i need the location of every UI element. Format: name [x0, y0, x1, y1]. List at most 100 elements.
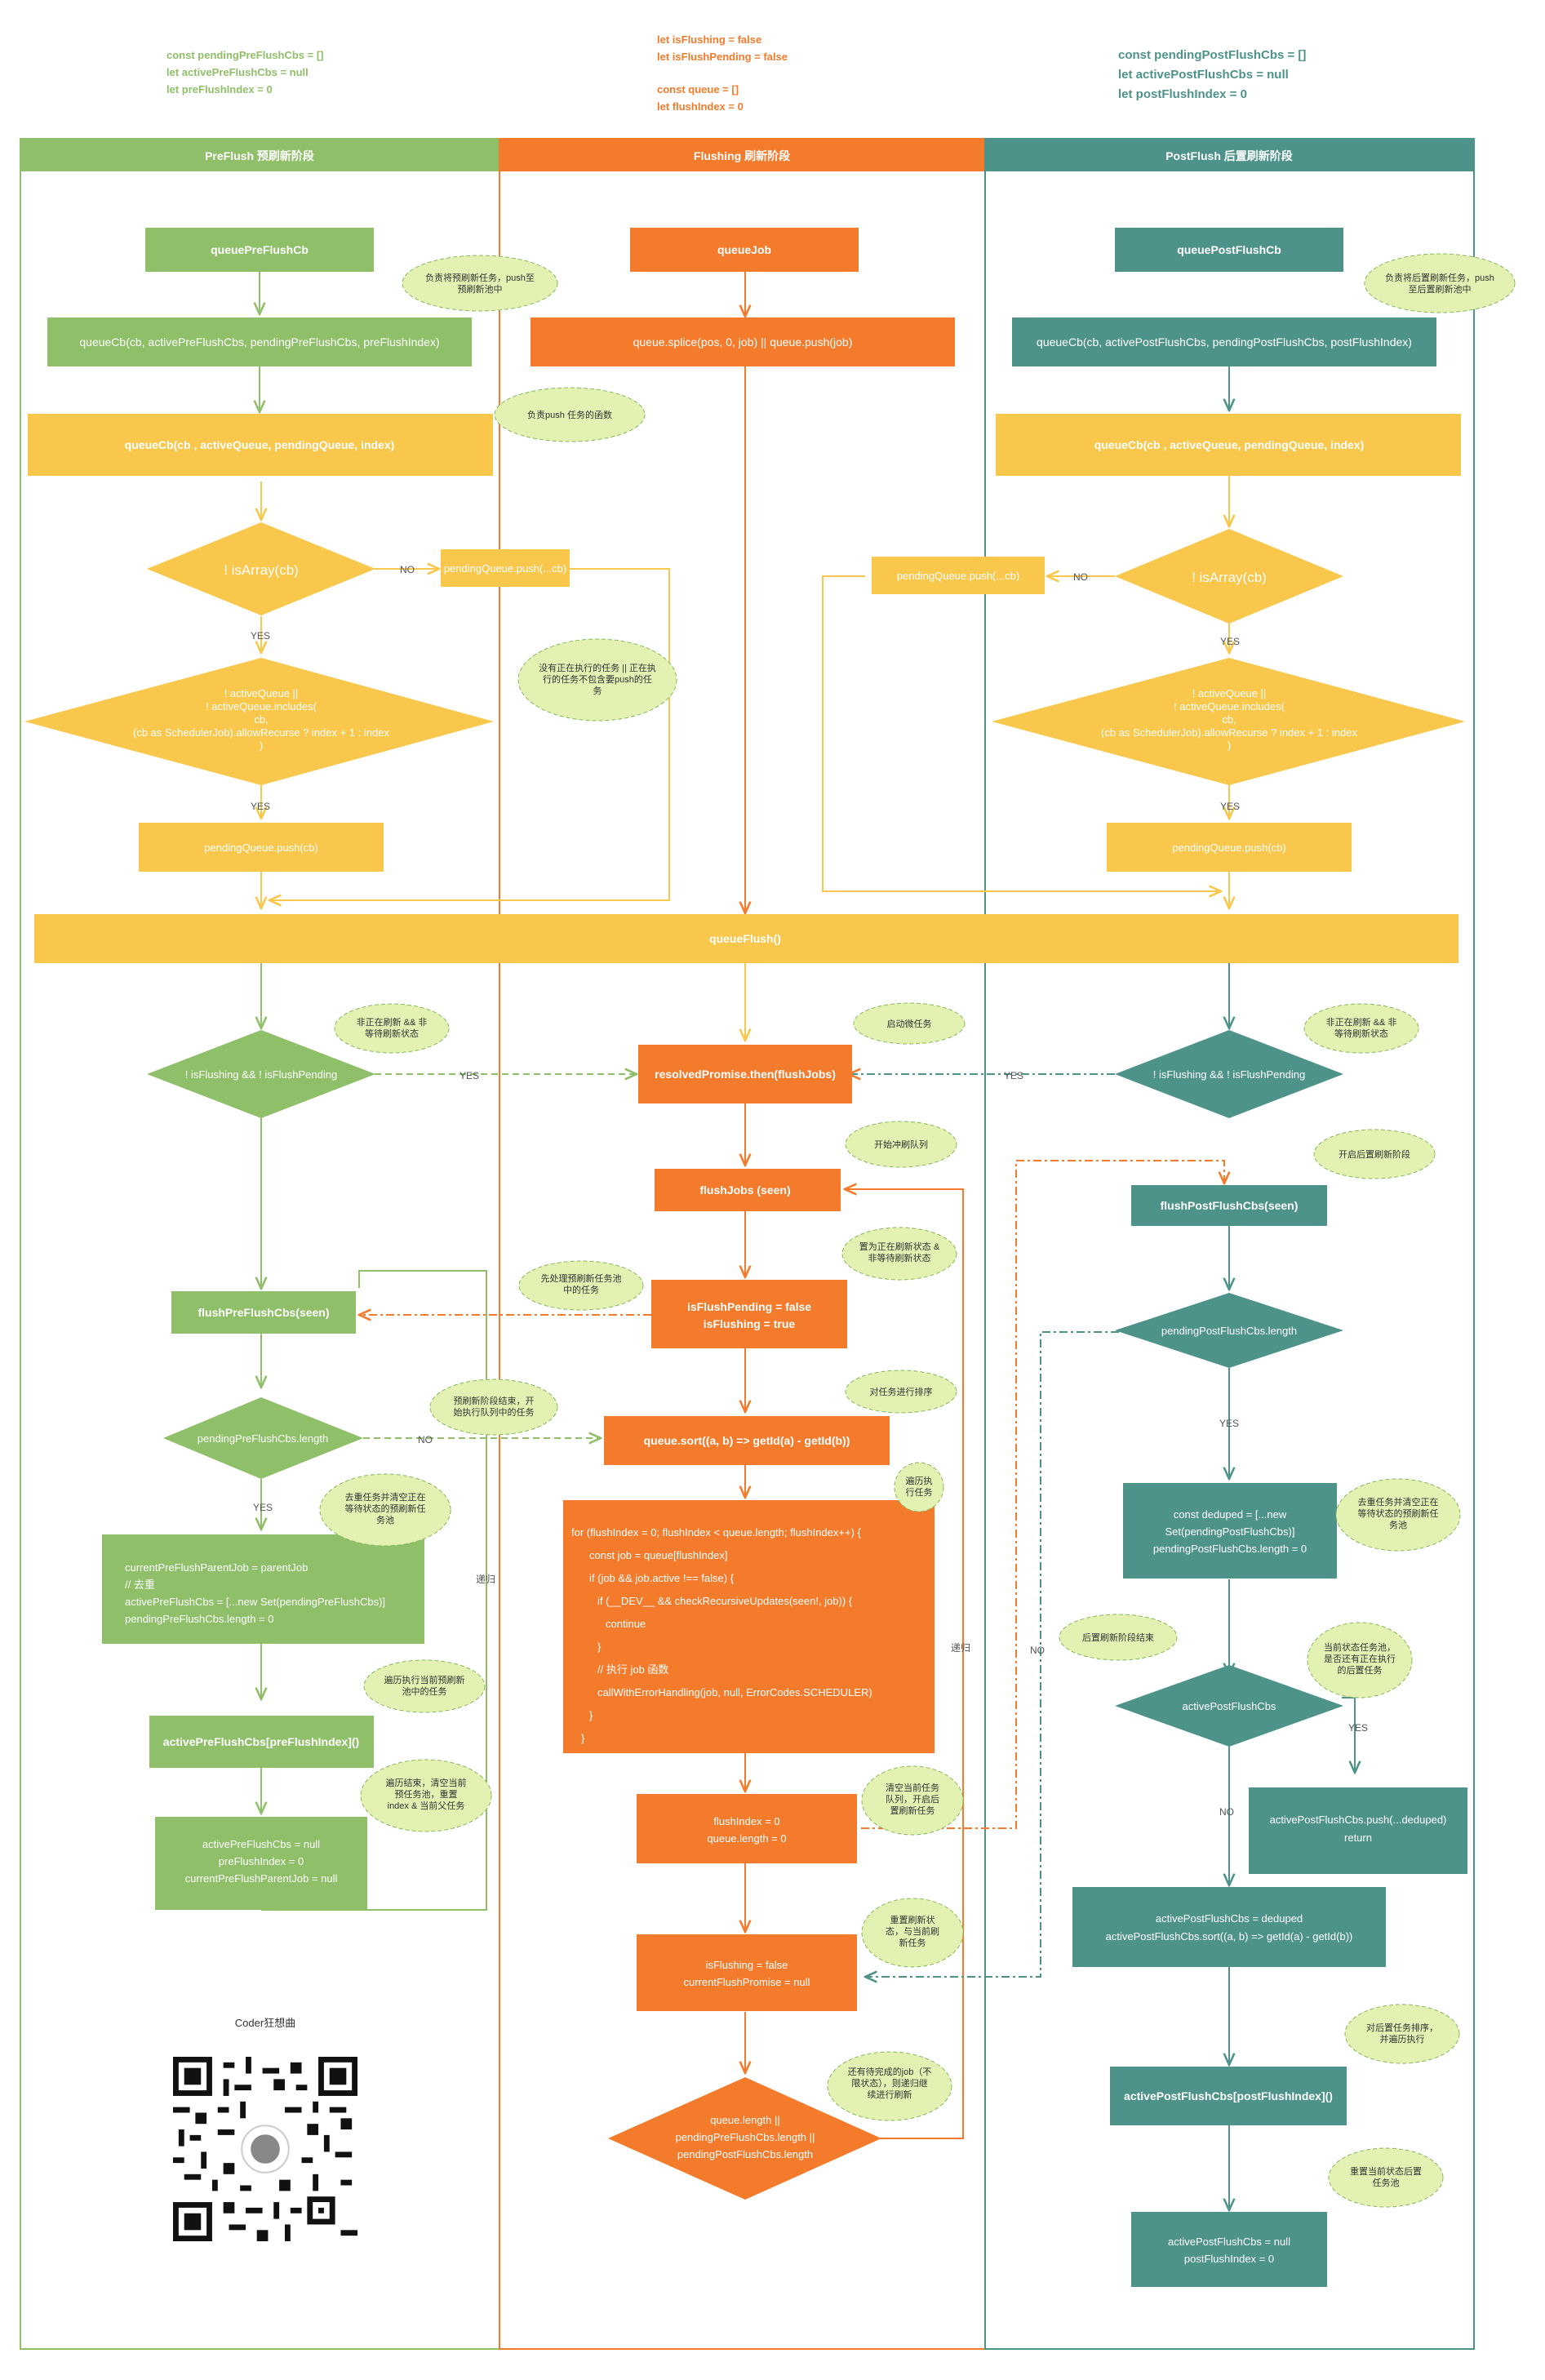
qr-code-image	[173, 2057, 357, 2241]
svg-text:queuePostFlushCb: queuePostFlushCb	[1177, 243, 1281, 256]
svg-text:对任务进行排序: 对任务进行排序	[870, 1386, 933, 1397]
node-assign-post: activePostFlushCbs = deduped activePostF…	[1072, 1887, 1386, 1967]
svg-text:任务池: 任务池	[1373, 2178, 1400, 2188]
svg-text:const job = queue[flushIndex]: const job = queue[flushIndex]	[589, 1549, 727, 1561]
svg-text:activePostFlushCbs = deduped: activePostFlushCbs = deduped	[1156, 1912, 1303, 1925]
note-reset-pre: 遍历结束，清空当前 预任务池，重置 index & 当前父任务	[360, 1759, 492, 1832]
note-start-flush: 开始冲刷队列	[845, 1121, 957, 1168]
connectors	[260, 272, 1355, 2210]
note-reset-state: 重置刷新状 态，与当前刷 新任务	[861, 1898, 964, 1968]
node-pending-post-length: pendingPostFlushCbs.length	[1115, 1293, 1343, 1368]
flushing-vars: let isFlushing = false let isFlushPendin…	[657, 33, 788, 113]
label-yes: YES	[251, 801, 270, 812]
svg-text:activePostFlushCbs: activePostFlushCbs	[1183, 1700, 1276, 1712]
node-pending-push-post: pendingQueue.push(cb)	[1107, 823, 1352, 872]
note-dedupe-pre: 去重任务并清空正在 等待状态的预刷新任 务池	[319, 1473, 451, 1547]
label-yes: YES	[1004, 1070, 1023, 1081]
svg-text:当前状态任务池，: 当前状态任务池，	[1324, 1641, 1396, 1653]
label-no: NO	[400, 564, 415, 575]
note-not-running: 没有正在执行的任务 || 正在执 行的任务不包含要push的任 务	[517, 638, 677, 722]
svg-text:// 去重: // 去重	[125, 1579, 155, 1591]
svg-text:queueCb(cb, activePostFlushCbs: queueCb(cb, activePostFlushCbs, pendingP…	[1037, 335, 1412, 349]
svg-text:并遍历执行: 并遍历执行	[1380, 2033, 1425, 2045]
node-queue-sort: queue.sort((a, b) => getId(a) - getId(b)…	[604, 1416, 890, 1465]
svg-text:isFlushPending = false: isFlushPending = false	[687, 1300, 811, 1313]
note-sort: 对任务进行排序	[845, 1370, 957, 1414]
node-queuePostFlushCb: queuePostFlushCb	[1115, 228, 1343, 272]
label-yes: YES	[251, 630, 270, 642]
svg-text:行的任务不包含要push的任: 行的任务不包含要push的任	[543, 673, 652, 685]
svg-text:queue.length = 0: queue.length = 0	[707, 1832, 786, 1845]
svg-text:! activeQueue.includes(: ! activeQueue.includes(	[206, 700, 317, 713]
svg-text:对后置任务排序，: 对后置任务排序，	[1366, 2022, 1438, 2033]
label-no: NO	[1030, 1645, 1045, 1656]
node-flushPostFlushCbs-seen: flushPostFlushCbs(seen)	[1131, 1185, 1327, 1226]
svg-text:pendingPostFlushCbs.length: pendingPostFlushCbs.length	[677, 2148, 813, 2160]
node-isArray-post: ! isArray(cb)	[1115, 529, 1343, 624]
svg-text:遍历执: 遍历执	[906, 1475, 933, 1486]
svg-text:等待刷新状态: 等待刷新状态	[1334, 1028, 1388, 1039]
svg-text:务池: 务池	[376, 1515, 394, 1525]
node-flushJobs: flushJobs (seen)	[655, 1169, 841, 1211]
svg-text:池中的任务: 池中的任务	[402, 1685, 447, 1697]
svg-text:queue.length ||: queue.length ||	[710, 2114, 780, 2126]
svg-text:遍历结束，清空当前: 遍历结束，清空当前	[386, 1777, 467, 1788]
svg-text:postFlushIndex = 0: postFlushIndex = 0	[1184, 2253, 1274, 2265]
svg-text:态，与当前刷: 态，与当前刷	[886, 1925, 939, 1937]
svg-text:pendingPostFlushCbs.length = 0: pendingPostFlushCbs.length = 0	[1153, 1543, 1307, 1555]
note-microtask: 启动微任务	[853, 1002, 966, 1045]
svg-text:的后置任务: 的后置任务	[1338, 1664, 1383, 1676]
svg-text:pendingPreFlushCbs.length: pendingPreFlushCbs.length	[198, 1432, 328, 1445]
svg-text:}: }	[589, 1709, 593, 1721]
svg-text:重置刷新状: 重置刷新状	[890, 1914, 935, 1925]
note-post-done: 后置刷新阶段结束	[1059, 1614, 1178, 1661]
svg-text:activePostFlushCbs.push(...ded: activePostFlushCbs.push(...deduped)	[1270, 1814, 1447, 1826]
note-pre-push: 负责将预刷新任务，push至 预刷新池中	[402, 255, 558, 312]
pre-var-line: let preFlushIndex = 0	[166, 83, 273, 95]
svg-text:去重任务并清空正在: 去重任务并清空正在	[345, 1491, 426, 1503]
svg-text:activePreFlushCbs[preFlushInde: activePreFlushCbs[preFlushIndex]()	[163, 1735, 359, 1748]
label-yes: YES	[1348, 1722, 1368, 1734]
svg-text:const deduped = [...new: const deduped = [...new	[1174, 1508, 1287, 1521]
svg-text:queueCb(cb , activeQueue, pend: queueCb(cb , activeQueue, pendingQueue, …	[125, 438, 395, 451]
svg-text:始执行队列中的任务: 始执行队列中的任务	[454, 1406, 535, 1418]
svg-text:queueFlush(): queueFlush()	[709, 932, 781, 945]
svg-text:! activeQueue ||: ! activeQueue ||	[224, 687, 299, 699]
svg-text:activePostFlushCbs[postFlushIn: activePostFlushCbs[postFlushIndex]()	[1124, 2089, 1333, 2102]
svg-text:! isArray(cb): ! isArray(cb)	[224, 562, 299, 578]
note-post-phase: 开启后置刷新阶段	[1313, 1129, 1436, 1179]
svg-text:! isFlushing && ! isFlushPendi: ! isFlushing && ! isFlushPending	[185, 1068, 337, 1081]
svg-text:中的任务: 中的任务	[563, 1284, 599, 1295]
svg-text:currentPreFlushParentJob = par: currentPreFlushParentJob = parentJob	[125, 1561, 308, 1574]
svg-text:return: return	[1344, 1832, 1372, 1844]
svg-text:}: }	[597, 1641, 602, 1653]
svg-text:等待状态的预刷新任: 等待状态的预刷新任	[1358, 1507, 1439, 1519]
svg-text:! isArray(cb): ! isArray(cb)	[1192, 570, 1267, 585]
node-active-post-run: activePostFlushCbs[postFlushIndex]()	[1110, 2067, 1347, 2125]
lane-title-pre: PreFlush 预刷新阶段	[205, 149, 314, 162]
node-reset-queue: flushIndex = 0 queue.length = 0	[637, 1794, 857, 1863]
svg-text:resolvedPromise.then(flushJobs: resolvedPromise.then(flushJobs)	[655, 1068, 836, 1081]
svg-text:重置当前状态后置: 重置当前状态后置	[1350, 2165, 1422, 2177]
node-queueCb-fn-post: queueCb(cb , activeQueue, pendingQueue, …	[996, 414, 1461, 476]
svg-text:预刷新池中: 预刷新池中	[458, 283, 503, 295]
svg-text:queueCb(cb, activePreFlushCbs,: queueCb(cb, activePreFlushCbs, pendingPr…	[79, 335, 439, 349]
node-queue-splice: queue.splice(pos, 0, job) || queue.push(…	[531, 317, 955, 366]
svg-text:if (job && job.active !== fals: if (job && job.active !== false) {	[589, 1572, 735, 1584]
lane-title-flushing: Flushing 刷新阶段	[694, 149, 790, 162]
svg-text:activePreFlushCbs = null: activePreFlushCbs = null	[202, 1838, 320, 1850]
svg-text:queueCb(cb , activeQueue, pend: queueCb(cb , activeQueue, pendingQueue, …	[1094, 438, 1365, 451]
node-reset-post: activePostFlushCbs = null postFlushIndex…	[1131, 2212, 1327, 2287]
svg-text:continue: continue	[606, 1618, 646, 1630]
note-run-pre: 遍历执行当前预刷新 池中的任务	[363, 1659, 486, 1713]
svg-text:}: }	[581, 1732, 585, 1744]
note-idle-post: 非正在刷新 && 非 等待刷新状态	[1303, 1003, 1419, 1054]
note-idle-pre: 非正在刷新 && 非 等待刷新状态	[334, 1003, 450, 1054]
svg-text:等待状态的预刷新任: 等待状态的预刷新任	[345, 1503, 426, 1514]
svg-text:pendingQueue.push(...cb): pendingQueue.push(...cb)	[444, 562, 566, 575]
flushing-var-line: let flushIndex = 0	[657, 100, 744, 113]
svg-text:): )	[260, 739, 263, 752]
svg-text:还有待完成的job（不: 还有待完成的job（不	[848, 2066, 932, 2077]
svg-text:isFlushing = true: isFlushing = true	[704, 1317, 796, 1330]
note-post-remain: 当前状态任务池， 是否还有正在执行 的后置任务	[1307, 1622, 1413, 1698]
